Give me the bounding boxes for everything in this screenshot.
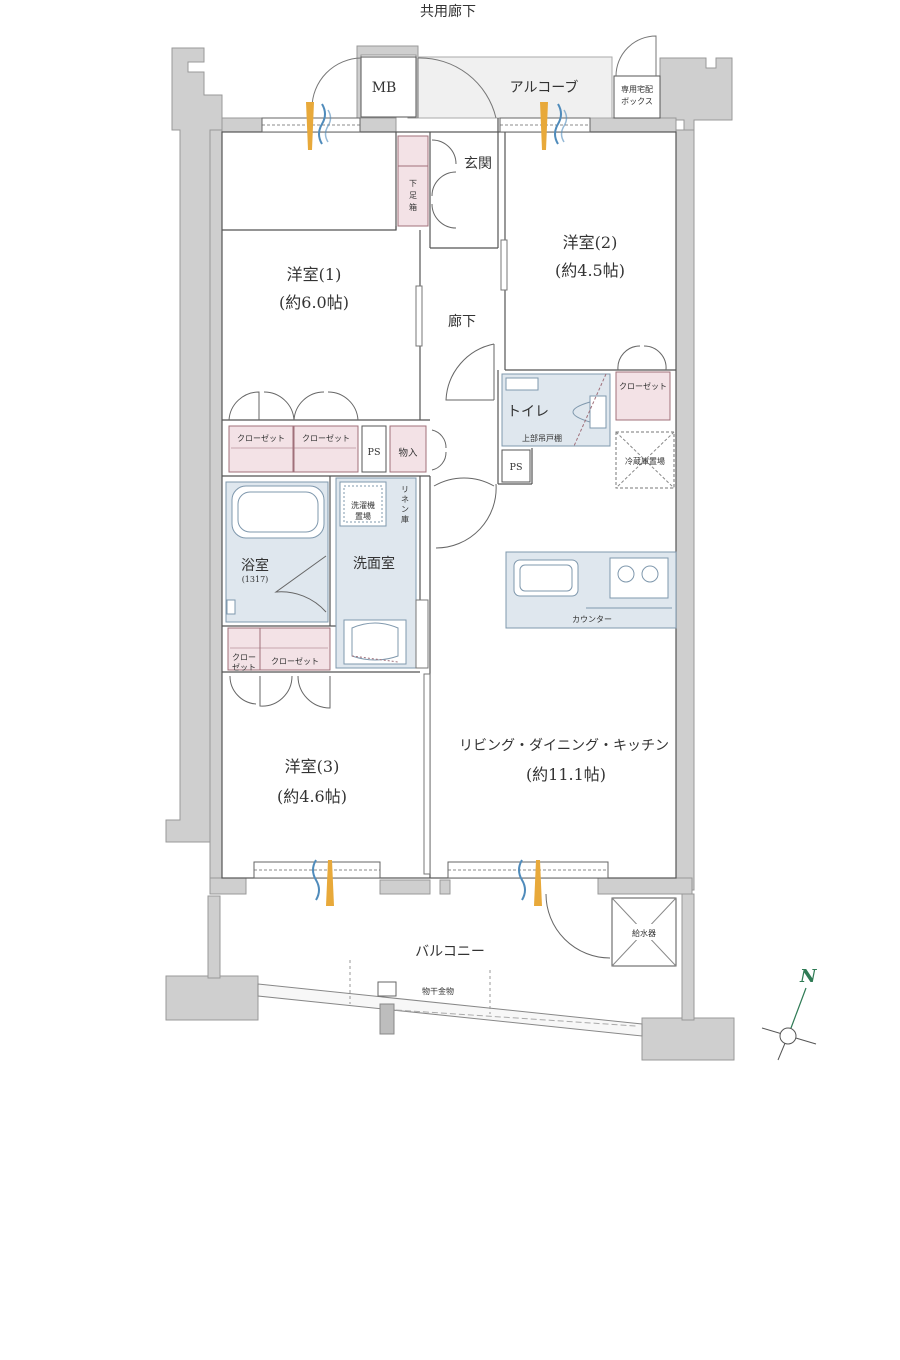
door-swings: [228, 139, 667, 959]
closet-label-room3-b: クローゼット: [271, 656, 319, 666]
mb-label: MB: [372, 80, 397, 96]
washer-space: [339, 481, 387, 527]
closet-room3-a: [227, 627, 261, 671]
fridge-label: 冷蔵庫置場: [625, 456, 665, 466]
toilet-fixture: [589, 395, 607, 429]
bath-door-swing: [274, 555, 327, 613]
closet-label-room3-a-2: ゼット: [232, 662, 256, 672]
corridor-label: 共用廊下: [420, 3, 476, 20]
shoe-cabinet-upper: [397, 135, 429, 167]
alcove-label: アルコーブ: [510, 79, 579, 96]
shoe-cabinet-label-3: 箱: [409, 202, 417, 212]
kitchen-sink: [513, 559, 579, 597]
delivery-box-label-1: 専用宅配: [621, 84, 653, 94]
mb-box: [360, 56, 417, 118]
mb-door-swing: [311, 57, 362, 109]
room2-name: 洋室(2): [563, 233, 618, 252]
linen-label-2: ネ: [401, 495, 409, 504]
ps-label-2: PS: [510, 462, 523, 473]
ventilation-markers: [306, 102, 568, 906]
upper-cabinet-label: 上部吊戸棚: [522, 433, 562, 443]
toilet-label: トイレ: [507, 404, 549, 420]
storeroom: [389, 425, 427, 473]
ps-box-2: [501, 449, 531, 483]
bathroom-label: 浴室: [241, 557, 269, 574]
linen-label-3: ン: [401, 505, 409, 514]
closet-room1-a: [228, 425, 294, 473]
closet-label-room1-a: クローゼット: [237, 433, 285, 443]
laundry-hanger-label: 物干金物: [422, 986, 454, 996]
delivery-box-door: [615, 35, 657, 77]
ldk-size: (約11.1帖): [526, 765, 606, 784]
ldk-name: リビング・ダイニング・キッチン: [459, 738, 669, 754]
labels: 共用廊下 MB アルコーブ 専用宅配 ボックス 玄関 廊下 洋室(1) (約6.…: [232, 3, 669, 996]
closet-room3-b: [259, 627, 331, 671]
closet-room1-b: [293, 425, 359, 473]
storeroom-label: 物入: [398, 447, 418, 459]
room2-size: (約4.5帖): [555, 261, 625, 280]
closet-label-room1-b: クローゼット: [302, 433, 350, 443]
compass-north-label: N: [799, 966, 818, 987]
balcony-railing: [257, 983, 643, 1037]
bathtub: [231, 485, 325, 539]
washer-label-2: 置場: [355, 511, 371, 521]
delivery-box: [613, 75, 661, 119]
shoe-cabinet: [397, 165, 429, 227]
closet-label-room2: クローゼット: [619, 381, 667, 391]
compass: N: [761, 966, 818, 1061]
shoe-cabinet-label-1: 下: [409, 179, 417, 188]
linen-label-4: 庫: [401, 514, 409, 524]
entrance-label: 玄関: [464, 155, 492, 172]
alcove-area: [417, 56, 613, 119]
delivery-box-label-2: ボックス: [621, 97, 653, 106]
washroom-label: 洗面室: [353, 555, 395, 572]
counter-label: カウンター: [572, 615, 612, 624]
entrance-door-swing: [417, 57, 497, 119]
balcony-label: バルコニー: [415, 944, 485, 960]
water-heater-label: 給水器: [632, 928, 656, 938]
structure-walls: [165, 45, 735, 1061]
room1-size: (約6.0帖): [279, 293, 349, 312]
closet-label-room3-a-1: クロー: [232, 653, 256, 662]
wash-basin: [343, 619, 407, 665]
compass-center: [779, 1027, 797, 1045]
stove: [609, 557, 669, 599]
ps-label-1: PS: [368, 447, 381, 458]
room3-size: (約4.6帖): [277, 787, 347, 806]
linen-label-1: リ: [401, 485, 409, 494]
laundry-hanger-mount: [377, 981, 397, 997]
closet-room2: [615, 371, 671, 421]
shoe-cabinet-label-2: 足: [409, 191, 417, 200]
room3-name: 洋室(3): [285, 757, 340, 776]
bath-size-label: (1317): [242, 575, 269, 584]
hallway-label: 廊下: [448, 313, 476, 330]
washer-label-1: 洗濯機: [351, 500, 375, 510]
room1-name: 洋室(1): [287, 265, 342, 284]
ps-box-1: [361, 425, 387, 473]
